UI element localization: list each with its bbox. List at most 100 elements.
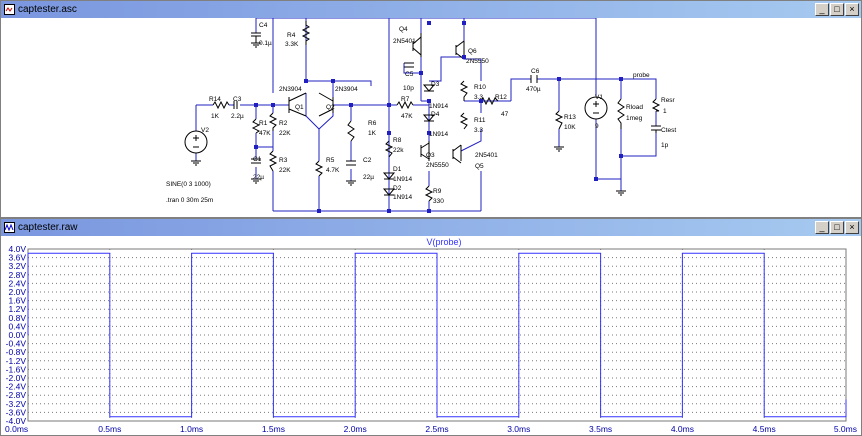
label-q6-value: 2N5550 [466, 58, 489, 65]
label-q2-part: 2N3904 [335, 86, 358, 93]
y-tick-label: 2.0V [9, 287, 27, 297]
label-r2-value: 22K [279, 130, 291, 137]
label-d4: D4 [431, 111, 440, 118]
y-tick-label: 0.4V [9, 321, 27, 331]
label-r12-value: 47 [501, 111, 509, 118]
label-resr: Resr [661, 97, 676, 104]
y-tick-label: 1.2V [9, 304, 27, 314]
label-q1-part: 2N3904 [279, 86, 302, 93]
waveform-minimize-button[interactable]: _ [815, 221, 829, 234]
label-r7-value: 47K [401, 113, 413, 120]
label-r3: R3 [279, 157, 288, 164]
x-tick-label: 2.0ms [344, 424, 367, 434]
waveform-plot[interactable]: V(probe) 4.0V3.6V3.2V2.8V2.4V2.0V1.6V1.2… [1, 236, 861, 435]
y-tick-label: -3.2V [6, 399, 27, 409]
label-r3-value: 22K [279, 167, 291, 174]
schematic-labels: C4 0.1µ R4 3.3K Q4 2N5401 Q6 2N5550 2N39… [166, 22, 676, 205]
label-d1-value: 1N914 [393, 176, 413, 183]
label-r6-value: 1K [368, 130, 377, 137]
x-tick-label: 3.0ms [507, 424, 530, 434]
x-tick-label: 1.0ms [180, 424, 203, 434]
y-tick-label: -0.8V [6, 347, 27, 357]
label-c4: C4 [259, 22, 268, 29]
label-d1: D1 [393, 166, 402, 173]
label-q5: Q5 [475, 163, 484, 170]
label-r8-value: 22k [393, 147, 404, 154]
label-r1: R1 [259, 120, 268, 127]
label-q4-value: 2N5401 [393, 38, 416, 45]
label-r14-value: 1K [211, 113, 220, 120]
waveform-close-button[interactable]: × [845, 221, 859, 234]
label-r4-value: 3.3K [285, 41, 299, 48]
label-c4-value: 0.1µ [259, 40, 272, 47]
y-tick-label: -2.4V [6, 382, 27, 392]
x-tick-label: 1.5ms [262, 424, 285, 434]
label-q5-part: 2N5401 [475, 152, 498, 159]
label-ctest-value: 1p [661, 142, 669, 149]
label-q3: Q3 [426, 152, 435, 159]
y-tick-label: 3.2V [9, 261, 27, 271]
y-tick-label: 0.8V [9, 313, 27, 323]
label-r11: R11 [474, 117, 486, 124]
label-r9-value: 330 [433, 198, 444, 205]
label-d2-value: 1N914 [393, 194, 413, 201]
schematic-minimize-button[interactable]: _ [815, 3, 829, 16]
schematic-file-icon [4, 4, 15, 15]
y-tick-label: -4.0V [6, 416, 27, 426]
x-tick-label: 5.0ms [834, 424, 857, 434]
label-q2: Q2 [326, 104, 335, 111]
label-d2: D2 [393, 185, 402, 192]
label-d3-value: 1N914 [429, 103, 449, 110]
label-rload: Rload [626, 104, 643, 111]
label-q4: Q4 [399, 26, 408, 33]
label-r10-value: 3.3 [474, 94, 483, 101]
schematic-close-button[interactable]: × [845, 3, 859, 16]
label-c2-value: 22µ [363, 174, 374, 181]
waveform-titlebar[interactable]: captester.raw _□× [1, 219, 861, 236]
y-tick-label: 1.6V [9, 296, 27, 306]
label-c1: C1 [253, 156, 262, 163]
y-tick-label: 0.0V [9, 330, 27, 340]
waveform-window-title: captester.raw [18, 222, 78, 233]
y-tick-label: -0.4V [6, 339, 27, 349]
label-r7: R7 [401, 96, 410, 103]
label-ctest: Ctest [661, 127, 676, 134]
x-tick-label: 0.0ms [5, 424, 28, 434]
label-resr-value: 1 [663, 108, 667, 115]
label-v2: V2 [201, 127, 209, 134]
label-c1-value: 22µ [253, 174, 264, 181]
y-tick-label: 3.6V [9, 253, 27, 263]
label-c3-value: 2.2µ [231, 113, 244, 120]
label-v1: V1 [595, 94, 603, 101]
y-tick-label: -2.0V [6, 373, 27, 383]
x-tick-label: 4.5ms [753, 424, 776, 434]
label-r2: R2 [279, 120, 288, 127]
x-tick-label: 4.0ms [671, 424, 694, 434]
schematic-maximize-button[interactable]: □ [830, 3, 844, 16]
label-r6: R6 [368, 120, 377, 127]
schematic-canvas[interactable]: C4 0.1µ R4 3.3K Q4 2N5401 Q6 2N5550 2N39… [1, 18, 861, 217]
label-r10: R10 [474, 84, 486, 91]
label-d3: D3 [431, 81, 440, 88]
x-tick-label: 2.5ms [425, 424, 448, 434]
label-q1: Q1 [295, 104, 304, 111]
label-r5: R5 [326, 157, 335, 164]
waveform-file-icon [4, 222, 15, 233]
y-tick-label: 2.4V [9, 278, 27, 288]
waveform-maximize-button[interactable]: □ [830, 221, 844, 234]
x-tick-label: 0.5ms [98, 424, 121, 434]
x-axis-ticks: 0.0ms 0.5ms 1.0ms 1.5ms 2.0ms 2.5ms 3.0ms 3.5ms… [5, 424, 857, 434]
label-q3-value: 2N5550 [426, 162, 449, 169]
y-tick-label: -1.2V [6, 356, 27, 366]
label-probe: probe [633, 72, 650, 79]
x-tick-label: 3.5ms [589, 424, 612, 434]
label-r14: R14 [209, 96, 221, 103]
schematic-components [184, 21, 661, 202]
schematic-titlebar[interactable]: captester.asc _□× [1, 1, 861, 18]
label-c3: C3 [233, 96, 242, 103]
label-r13: R13 [564, 114, 576, 121]
trace-label[interactable]: V(probe) [426, 237, 461, 247]
label-r13-value: 10K [564, 124, 576, 131]
y-tick-label: 4.0V [9, 244, 27, 254]
